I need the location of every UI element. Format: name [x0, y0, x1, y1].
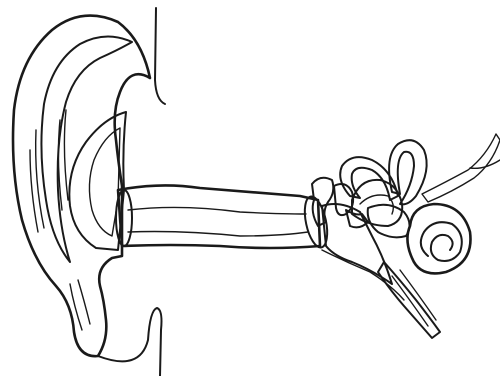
middle-ear-cavity [322, 204, 392, 284]
skin-boundary-bottom [98, 308, 162, 376]
skin-boundary-top [155, 8, 165, 104]
semicircular-canals [340, 140, 426, 237]
ear-canal [116, 185, 320, 248]
pinna [13, 16, 150, 357]
cochlea [407, 204, 470, 273]
auditory-nerve [422, 134, 500, 202]
